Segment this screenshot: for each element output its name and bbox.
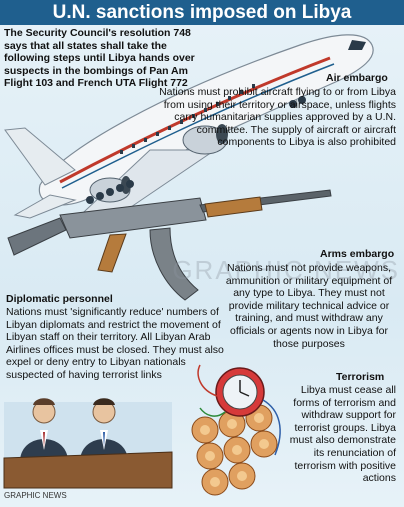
- diplomats-illustration: [3, 398, 173, 489]
- arms-embargo-heading: Arms embargo: [320, 248, 395, 260]
- rifle-illustration: [7, 189, 332, 301]
- arms-embargo-text: Nations must not provide weapons, ammuni…: [225, 262, 393, 350]
- terrorism-text: Libya must cease all forms of terrorism …: [289, 384, 396, 485]
- airliner-illustration: [4, 34, 374, 229]
- air-embargo-heading: Air embargo: [326, 72, 388, 84]
- intro-text: The Security Council's resolution 748 sa…: [4, 27, 195, 90]
- air-embargo-text: Nations must prohibit aircraft flying to…: [159, 86, 396, 149]
- bomb-illustration: [191, 364, 281, 496]
- diplomatic-personnel-heading: Diplomatic personnel: [6, 293, 113, 305]
- footer-credit: GRAPHIC NEWS: [4, 491, 67, 500]
- diplomatic-personnel-text: Nations must 'significantly reduce' numb…: [6, 306, 224, 381]
- terrorism-heading: Terrorism: [336, 371, 385, 383]
- page-title: U.N. sanctions imposed on Libya: [0, 0, 404, 25]
- watermark: GRAPHIC NEWS: [172, 255, 400, 285]
